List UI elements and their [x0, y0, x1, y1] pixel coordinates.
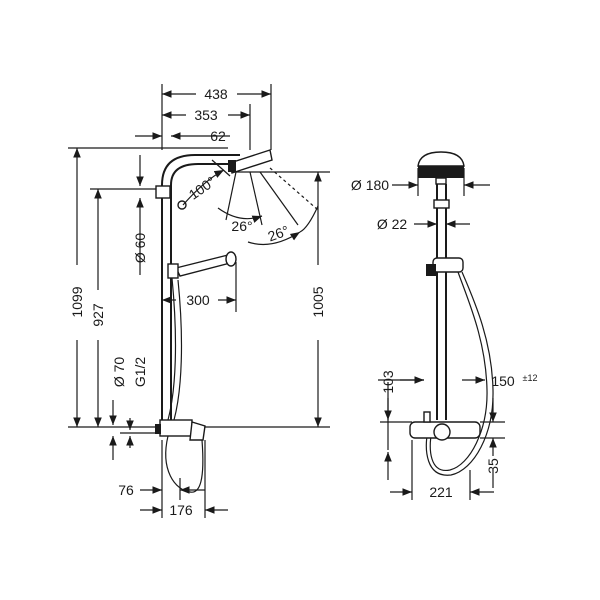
angle-100-label: 100°: [186, 173, 219, 203]
front-view: Ø 180 Ø 22 103 150 ±12: [351, 151, 538, 500]
dim-76: 76: [118, 440, 205, 500]
wall-bracket: [155, 185, 187, 210]
dim-diameter-60: Ø 60: [132, 155, 148, 275]
dim-150: 150 ±12: [462, 373, 538, 423]
dim-221: 221: [384, 440, 494, 500]
side-view: 438 353 62 1099 927: [68, 84, 330, 518]
front-mixer: [409, 411, 481, 441]
dim-300-label: 300: [186, 292, 210, 308]
dim-diameter-180: Ø 180: [351, 168, 490, 196]
dim-353: 353: [162, 104, 251, 150]
overhead-shower-head: [228, 149, 273, 174]
dim-150-label: 150: [491, 373, 515, 389]
thermostat-mixer: [155, 419, 206, 493]
dim-diameter-22: Ø 22: [377, 216, 470, 232]
dim-438-label: 438: [204, 86, 228, 102]
dim-diameter-70: Ø 70: [109, 357, 127, 460]
dim-62-label: 62: [210, 128, 226, 144]
spray-angles: 100° 26° 26°: [182, 159, 319, 245]
angle-26b-label: 26°: [266, 222, 291, 244]
dim-1005-label: 1005: [310, 286, 326, 317]
dim-thread-g12: G1/2: [120, 357, 155, 448]
dim-103-label: 103: [380, 370, 396, 394]
dim-diameter-70-label: Ø 70: [111, 357, 127, 388]
front-hand-shower-holder: [426, 257, 464, 276]
dim-1099-label: 1099: [69, 286, 85, 317]
dim-176: 176: [140, 440, 228, 518]
dim-176-label: 176: [169, 502, 193, 518]
dim-1099: 1099: [68, 147, 228, 428]
dim-103: 103: [378, 370, 424, 450]
dim-927-label: 927: [90, 303, 106, 327]
dim-221-label: 221: [429, 484, 453, 500]
dim-diameter-60-label: Ø 60: [132, 233, 148, 264]
shower-hose: [167, 277, 177, 421]
dim-353-label: 353: [194, 107, 218, 123]
dim-1005: 1005: [205, 171, 330, 428]
dim-300: 300: [161, 262, 237, 312]
dim-927: 927: [90, 188, 156, 427]
front-hose: [429, 271, 488, 471]
dim-150-tolerance: ±12: [523, 373, 538, 383]
dim-438: 438: [161, 84, 272, 150]
dim-diameter-180-label: Ø 180: [351, 177, 389, 193]
hand-shower: [167, 251, 237, 279]
front-overhead-head: [417, 151, 465, 185]
dim-diameter-22-label: Ø 22: [377, 216, 408, 232]
dim-62: 62: [135, 128, 230, 144]
dim-76-label: 76: [118, 482, 134, 498]
dim-thread-g12-label: G1/2: [132, 357, 148, 388]
dim-35: 35: [480, 437, 505, 488]
dim-35-label: 35: [485, 458, 501, 474]
angle-26a-label: 26°: [231, 218, 252, 234]
front-riser: [433, 184, 450, 420]
